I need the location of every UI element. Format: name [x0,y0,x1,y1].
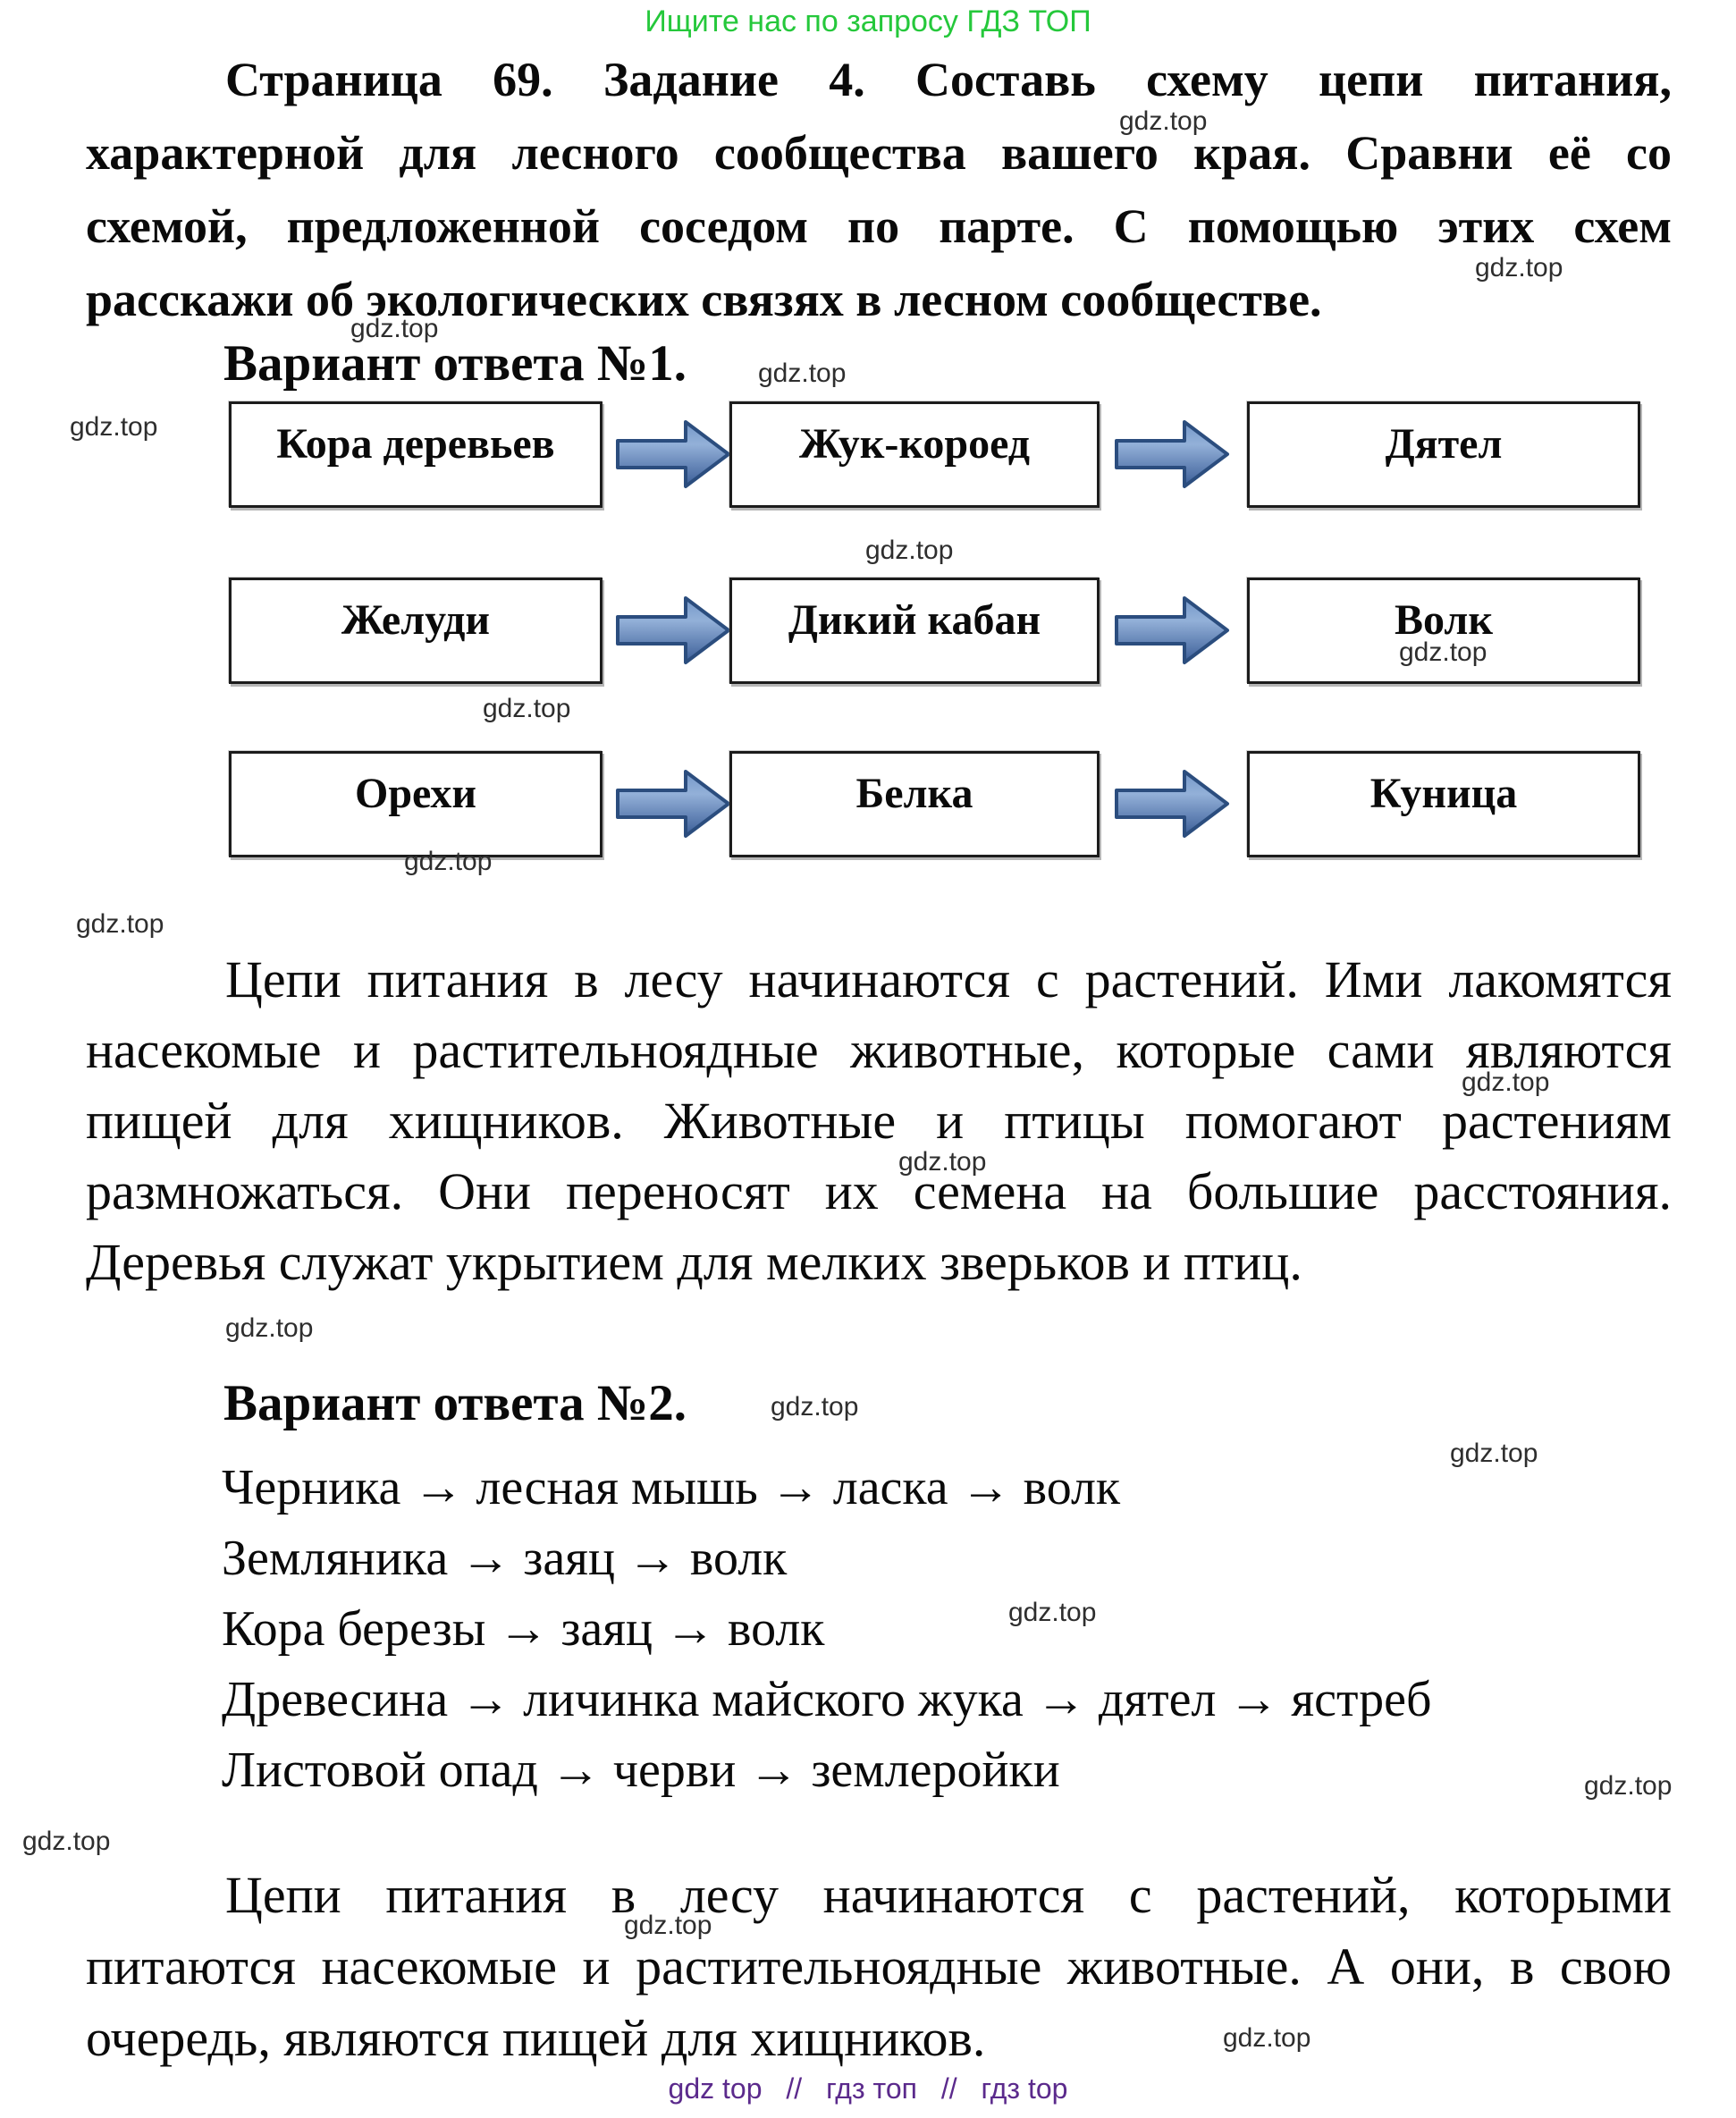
diagram-box: Белка [729,751,1100,857]
diagram-box: Волк [1247,578,1640,684]
variant1-heading: Вариант ответа №1. [223,335,687,392]
gdz-watermark: gdz.top [225,1313,314,1343]
gdz-watermark: gdz.top [1399,637,1487,667]
diagram-box: Дикий кабан [729,578,1100,684]
text-line: Цепи питания в лесу начинаются с растени… [225,1866,1672,1924]
gdz-watermark: gdz.top [1119,106,1208,136]
answer1-text: Цепи питания в лесу начинаются с растени… [86,944,1672,1297]
text-line: схемой, предложенной соседом по парте. С… [86,199,1672,253]
gdz-watermark: gdz.top [898,1147,987,1177]
promo-banner: Ищите нас по запросу ГДЗ ТОП [645,4,1091,38]
gdz-watermark: gdz.top [1223,2023,1311,2053]
arrow-right-icon [1115,420,1229,488]
food-chain-line: Черника → лесная мышь → ласка → волк [222,1460,1121,1515]
text-line: питаются насекомые и растительноядные жи… [86,1937,1672,1996]
food-chain-line: Кора березы → заяц → волк [222,1601,825,1657]
food-chain-line: Земляника → заяц → волк [222,1531,788,1586]
text-line: Страница 69. Задание 4. Составь схему це… [225,53,1672,106]
text-line: очередь, являются пищей для хищников. [86,2009,986,2067]
food-chain-line: Древесина → личинка майского жука → дяте… [222,1672,1432,1727]
text-line: расскажи об экологических связях в лесно… [86,273,1322,326]
variant2-heading: Вариант ответа №2. [223,1375,687,1431]
gdz-watermark: gdz.top [1450,1439,1538,1468]
footer-link-gdz-top-mixed[interactable]: гдз top [981,2072,1068,2105]
arrow-right-icon [1115,770,1229,838]
diagram-box: Орехи [229,751,603,857]
gdz-watermark: gdz.top [22,1827,111,1856]
gdz-watermark: gdz.top [771,1392,859,1422]
text-line: пищей для хищников. Животные и птицы пом… [86,1092,1672,1150]
gdz-watermark: gdz.top [1462,1067,1550,1097]
footer-separator: // [786,2072,803,2105]
gdz-watermark: gdz.top [758,359,847,388]
arrow-right-icon [616,420,730,488]
gdz-watermark: gdz.top [76,909,164,939]
arrow-right-icon [1115,596,1229,664]
footer-separator: // [940,2072,957,2105]
gdz-watermark: gdz.top [70,412,158,442]
food-chain-line: Листовой опад → черви → землеройки [222,1742,1060,1798]
food-chain-list: Черника → лесная мышь → ласка → волк Зем… [222,1453,1432,1806]
diagram-box: Кора деревьев [229,401,603,508]
diagram-box: Желуди [229,578,603,684]
arrow-right-icon [616,596,730,664]
footer-link-gdz-top-cyrillic[interactable]: гдз топ [826,2072,917,2105]
text-line: Цепи питания в лесу начинаются с растени… [225,950,1672,1008]
gdz-watermark: gdz.top [483,694,571,723]
answer2-text: Цепи питания в лесу начинаются с растени… [86,1860,1672,2074]
gdz-watermark: gdz.top [404,847,493,876]
text-line: Деревья служат укрытием для мелких зверь… [86,1233,1302,1291]
gdz-watermark: gdz.top [1584,1771,1673,1801]
gdz-watermark: gdz.top [1008,1598,1097,1627]
task-statement: Страница 69. Задание 4. Составь схему це… [86,43,1672,336]
gdz-watermark: gdz.top [865,536,954,565]
text-line: насекомые и растительноядные животные, к… [86,1021,1672,1079]
diagram-box: Куница [1247,751,1640,857]
text-line: размножаться. Они переносят их семена на… [86,1162,1672,1220]
gdz-watermark: gdz.top [624,1911,712,1940]
footer-link-gdz-top[interactable]: gdz top [668,2072,763,2105]
text-line: характерной для лесного сообщества вашег… [86,126,1672,180]
footer: gdz top // гдз топ // гдз top [0,2071,1736,2106]
gdz-watermark: gdz.top [1475,253,1563,283]
arrow-right-icon [616,770,730,838]
diagram-box: Дятел [1247,401,1640,508]
diagram-box: Жук-короед [729,401,1100,508]
gdz-watermark: gdz.top [350,314,439,343]
